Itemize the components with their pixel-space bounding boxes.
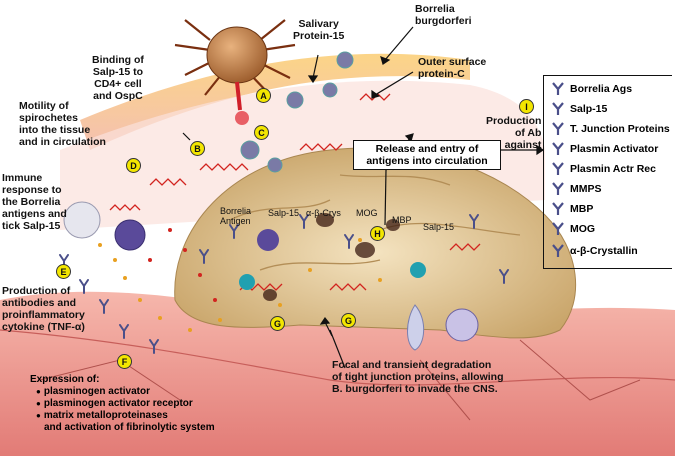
legend-item: Plasmin Actr Rec [552, 162, 656, 176]
label-brain-mbp: MBP [392, 215, 412, 225]
antibody-icon [552, 142, 564, 155]
skin-layer [80, 53, 470, 150]
salp15-particles [240, 51, 354, 173]
antibody-icon [552, 162, 564, 175]
label-production-cytokine: Production of antibodies and proinflamma… [2, 285, 85, 333]
antibody-icon [552, 102, 564, 115]
tick-illustration [174, 19, 296, 125]
marker-e: E [56, 264, 71, 279]
label-focal-degradation: Focal and transient degradation of tight… [332, 359, 504, 395]
expression-title: Expression of: [30, 374, 100, 385]
antibody-icon [552, 202, 564, 215]
expression-item: matrix metalloproteinases [36, 410, 215, 422]
expression-list: Expression of: plasminogen activator pla… [30, 374, 215, 434]
antibody-icon [552, 82, 564, 95]
label-motility: Motility of spirochetes into the tissue … [19, 100, 106, 148]
marker-g-left: G [270, 316, 285, 331]
label-brain-salp15-right: Salp-15 [423, 222, 455, 232]
marker-b: B [190, 141, 205, 156]
antibody-targets-legend: Borrelia Ags Salp-15 T. Junction Protein… [543, 75, 672, 269]
label-production-ab: Production of Ab against [486, 115, 542, 151]
marker-i: I [519, 99, 534, 114]
legend-item: Salp-15 [552, 102, 607, 116]
marker-f: F [117, 354, 132, 369]
antibody-icon [552, 182, 564, 195]
antibody-icon [552, 244, 564, 257]
release-entry-box: Release and entry of antigens into circu… [353, 140, 501, 170]
legend-item: Plasmin Activator [552, 142, 658, 156]
expression-item: plasminogen activator [36, 386, 215, 398]
antibody-icon [552, 222, 564, 235]
label-outer-surface-protein: Outer surface protein-C [418, 56, 487, 80]
particle-trails [98, 238, 382, 332]
antibody-icon [552, 122, 564, 135]
legend-item: T. Junction Proteins [552, 122, 670, 136]
expression-item: plasminogen activator receptor [36, 398, 215, 410]
legend-item: MMPS [552, 182, 602, 196]
label-brain-crystallin: α-β-Crys [306, 208, 341, 218]
label-brain-borrelia-antigen: Borrelia Antigen [220, 206, 252, 226]
label-binding-salp15: Binding of Salp-15 to CD4+ cell and OspC [92, 54, 144, 102]
label-immune-response: Immune response to the Borrelia antigens… [2, 172, 67, 232]
immune-cell [63, 201, 101, 239]
lesions [263, 213, 400, 301]
legend-item: MOG [552, 222, 595, 236]
label-brain-mog: MOG [356, 208, 378, 218]
antibodies [59, 214, 509, 354]
label-salivary-protein: Salivary Protein-15 [293, 18, 345, 42]
arrows [182, 26, 545, 369]
brain [174, 147, 577, 339]
marker-g-right: G [341, 313, 356, 328]
marker-a: A [256, 88, 271, 103]
marker-h: H [370, 226, 385, 241]
droplet-cell [407, 304, 425, 351]
legend-item: MBP [552, 202, 593, 216]
label-brain-salp15: Salp-15 [268, 208, 300, 218]
expression-tail: and activation of fibrinolytic system [44, 422, 215, 433]
marker-c: C [254, 125, 269, 140]
label-borrelia-burgdorferi: Borrelia burgdorferi [415, 3, 472, 27]
marker-d: D [126, 158, 141, 173]
lymphocyte-brain [445, 308, 479, 342]
lymphocyte [114, 219, 146, 251]
legend-item: α-β-Crystallin [552, 244, 638, 258]
legend-item: Borrelia Ags [552, 82, 632, 96]
